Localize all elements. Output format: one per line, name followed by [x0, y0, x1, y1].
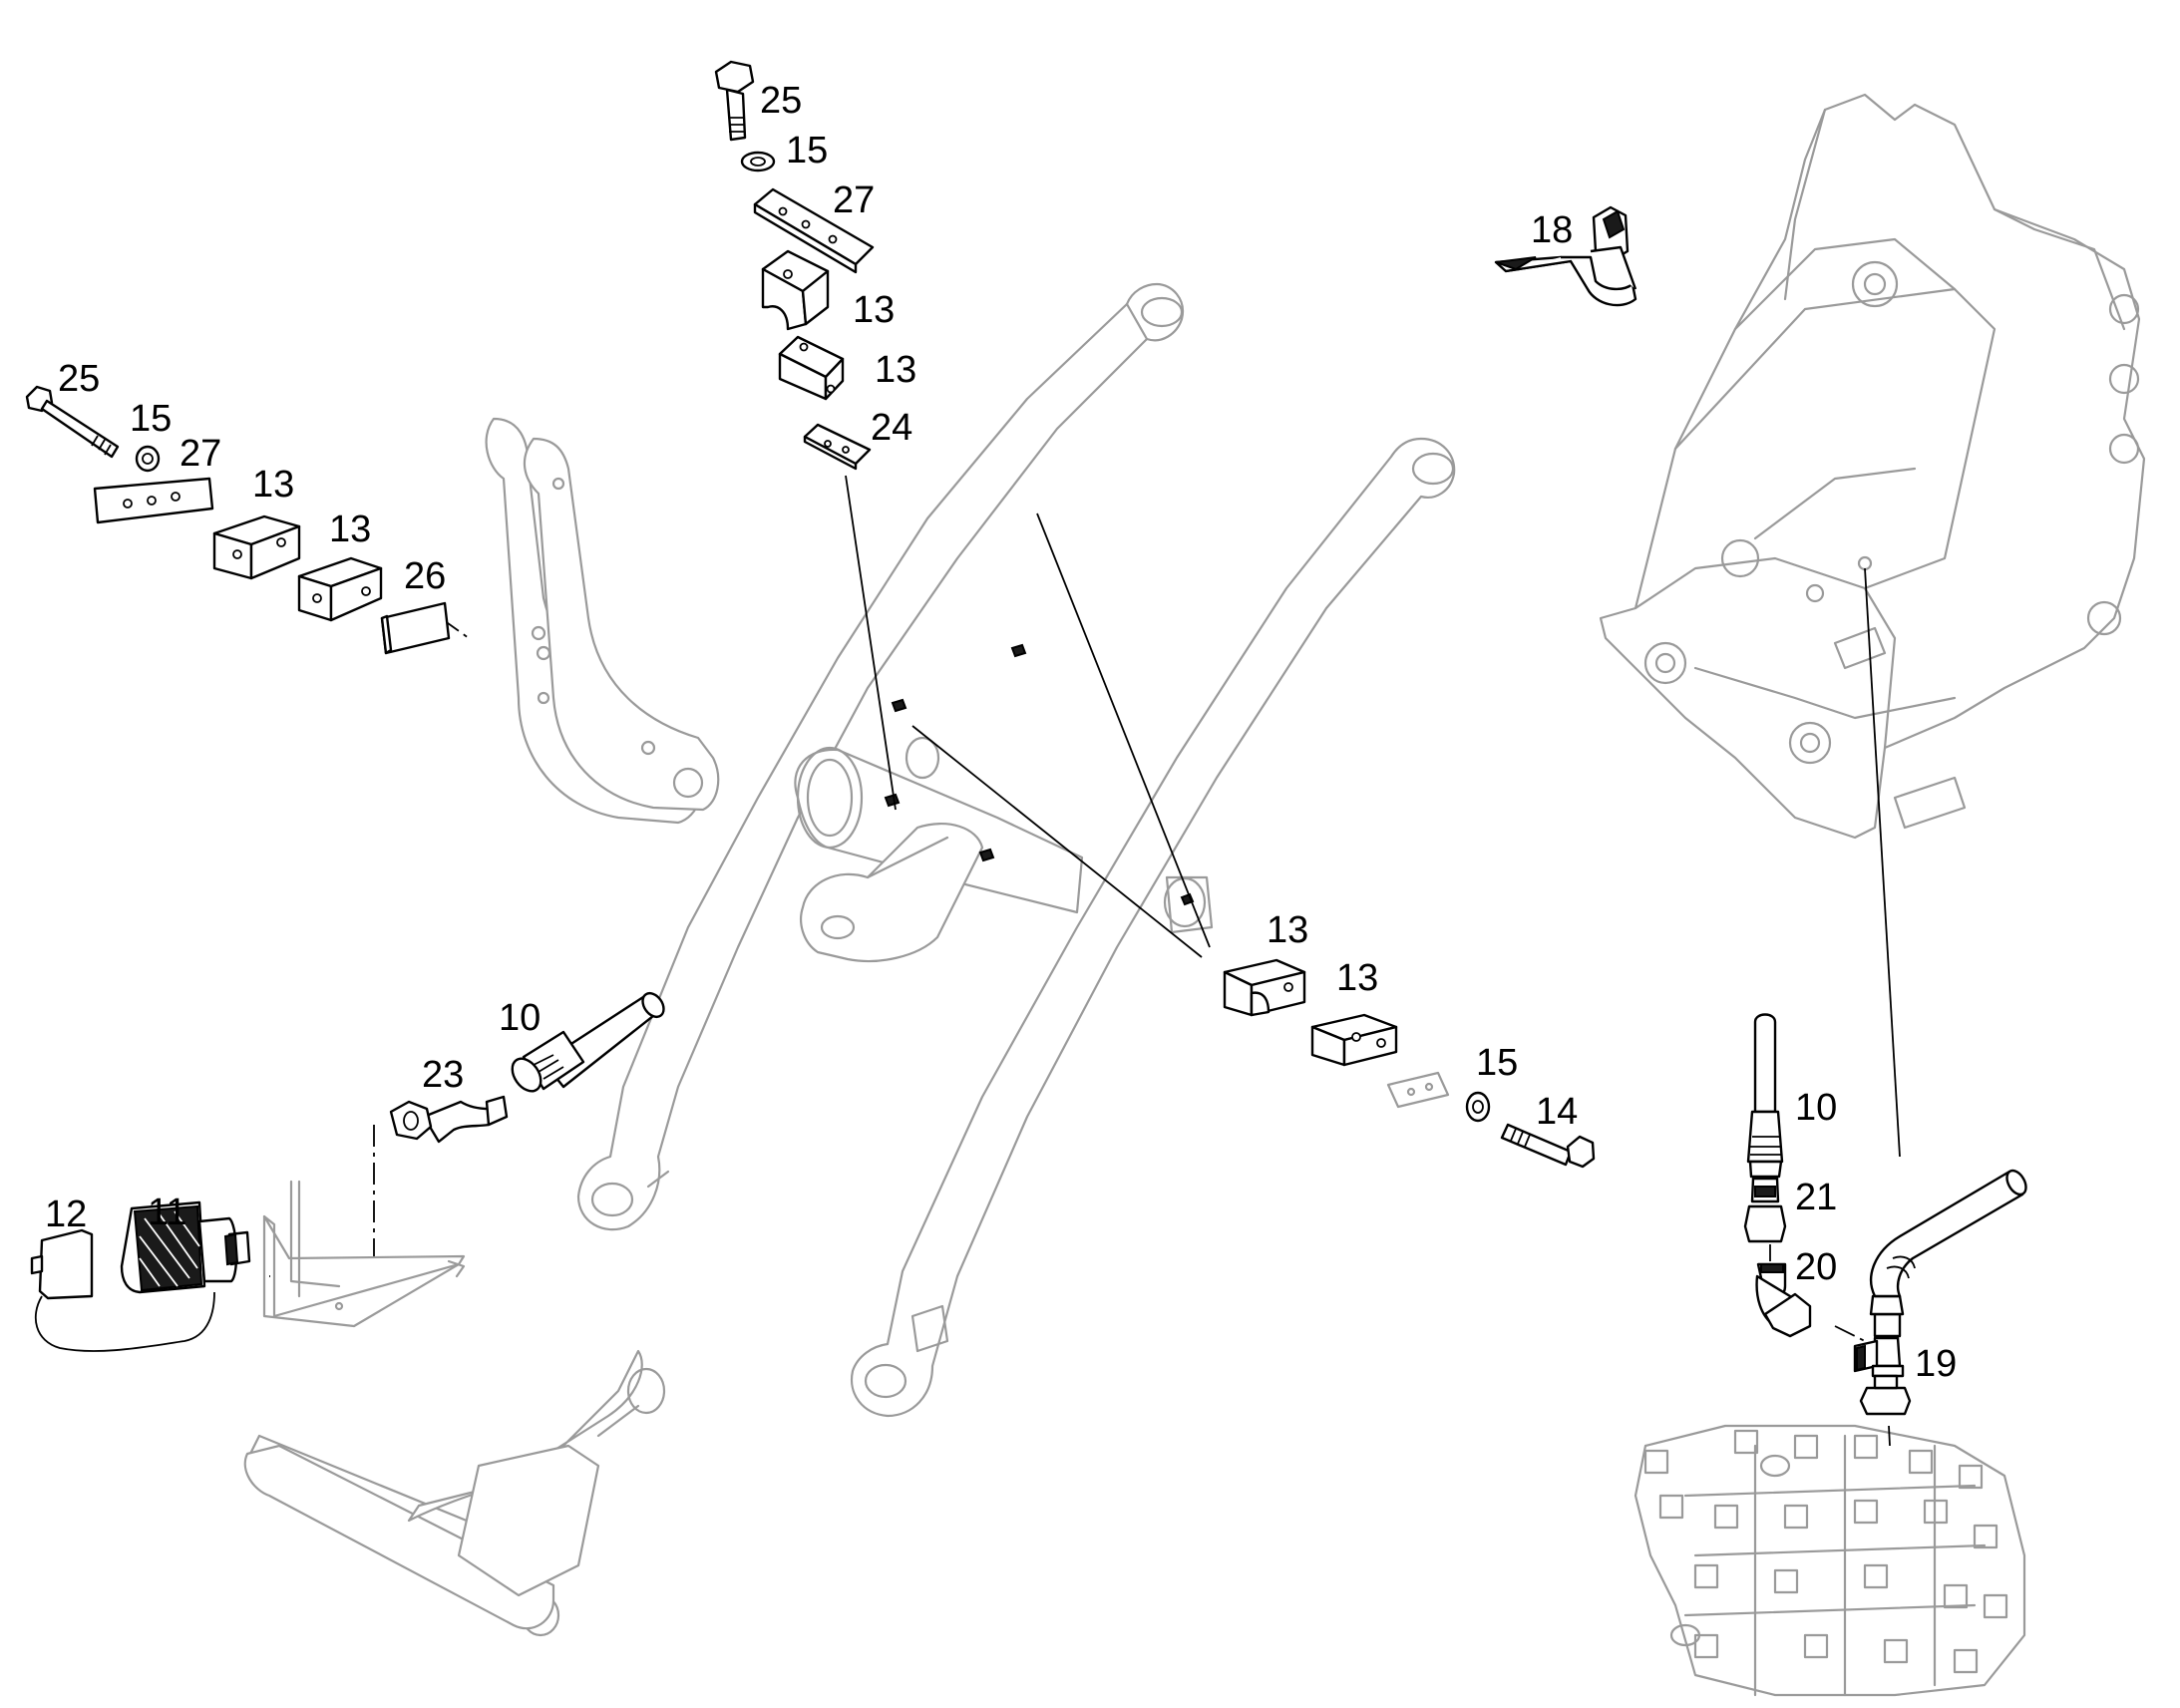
- bolt-25-top: [714, 60, 755, 142]
- loader-rear-frame: [1599, 93, 2146, 840]
- callout-19: 19: [1915, 1343, 1957, 1385]
- hose-elbow-right: [1869, 1169, 2027, 1338]
- callout-26: 26: [404, 555, 446, 597]
- arm-plates: [485, 417, 720, 825]
- callout-10-right: 10: [1795, 1087, 1837, 1129]
- loader-arms: [576, 282, 1456, 1418]
- callout-13-top-a: 13: [853, 289, 895, 331]
- callout-15-left: 15: [130, 398, 172, 440]
- elbow-23: [389, 1095, 509, 1144]
- callout-27-top: 27: [833, 179, 875, 221]
- bracket-plate: [262, 1180, 466, 1328]
- clamp-plate-27-top: [753, 187, 875, 274]
- clamp-13-left-b: [297, 556, 383, 622]
- bolt-14: [1500, 1123, 1596, 1169]
- callout-15-top: 15: [786, 130, 828, 171]
- clamp-13-top-b: [778, 335, 845, 401]
- callout-14: 14: [1536, 1091, 1578, 1133]
- callout-12: 12: [45, 1194, 87, 1235]
- callout-10-mid: 10: [499, 997, 541, 1039]
- clamp-13-mid-a: [1223, 958, 1306, 1017]
- callout-15-mid: 15: [1476, 1042, 1518, 1084]
- callout-13-mid-a: 13: [1267, 909, 1308, 951]
- clamp-plate-27-left: [93, 477, 214, 524]
- control-valve: [1634, 1424, 2026, 1697]
- hose-10-mid: [511, 991, 665, 1093]
- callout-13-mid-b: 13: [1336, 957, 1378, 999]
- callout-23: 23: [422, 1054, 464, 1096]
- dust-cap-12: [30, 1228, 215, 1352]
- washer-15-top: [740, 151, 776, 172]
- clamp-13-top-a: [761, 249, 830, 331]
- shim-26: [380, 601, 451, 655]
- washer-15-left: [135, 445, 161, 473]
- callout-24: 24: [871, 407, 912, 449]
- bolt-25-left: [25, 385, 120, 459]
- shim-mid: [1386, 1071, 1450, 1109]
- callout-13-left-b: 13: [329, 509, 371, 550]
- washer-15-mid: [1465, 1091, 1491, 1123]
- adapter-21: [1743, 1177, 1787, 1243]
- callout-11: 11: [148, 1192, 186, 1233]
- elbow-20: [1755, 1262, 1812, 1338]
- callout-25-left: 25: [58, 358, 100, 400]
- hose-strap-18: [1494, 205, 1637, 307]
- shim-24: [803, 423, 872, 471]
- quick-coupler-11: [120, 1200, 251, 1294]
- clamp-13-left-a: [212, 514, 301, 580]
- callout-25-top: 25: [760, 80, 802, 122]
- clamp-13-mid-b: [1310, 1013, 1398, 1067]
- callout-13-left-a: 13: [252, 464, 294, 506]
- callout-18: 18: [1531, 209, 1573, 251]
- callout-21: 21: [1795, 1177, 1837, 1218]
- callout-20: 20: [1795, 1246, 1837, 1288]
- callout-13-top-b: 13: [875, 349, 916, 391]
- callout-labels: 25 15 27 13 13 24 25 15 27 13 13 26 18 1…: [45, 80, 1957, 1385]
- hose-10-right: [1746, 1013, 1784, 1179]
- lower-bracket: [243, 1349, 666, 1637]
- tee-19: [1853, 1336, 1912, 1416]
- callout-27-left: 27: [180, 433, 221, 475]
